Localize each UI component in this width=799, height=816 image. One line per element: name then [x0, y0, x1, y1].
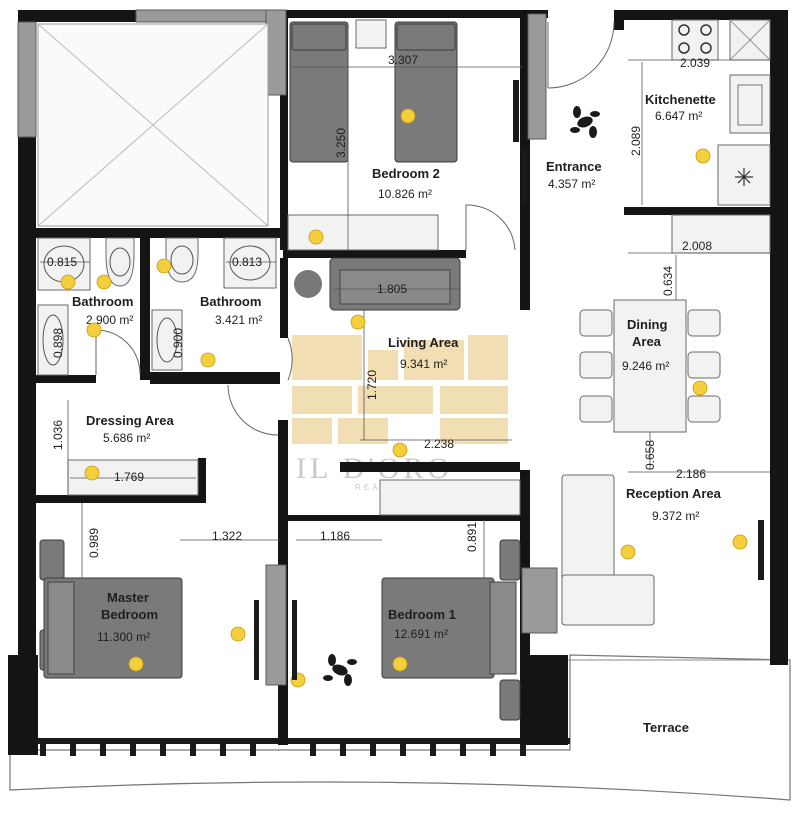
dim-living-depth: 1.720 [365, 370, 379, 400]
compass-icon [323, 654, 357, 686]
dressing-area-value: 5.686 m² [103, 431, 150, 445]
terrace-outline [9, 654, 791, 801]
entrance: Entrance 4.357 m² [513, 21, 615, 191]
living-name: Living Area [388, 335, 459, 350]
master-bedroom: 0.989 1.322 Master Bedroom 11.300 m² [39, 503, 280, 680]
dim-bed1-width: 1.186 [320, 529, 350, 543]
compass-icon [570, 106, 600, 138]
bedroom-2: 3.307 3.250 Bedroom 2 10.826 m² [287, 19, 522, 251]
living-area-value: 9.341 m² [400, 357, 447, 371]
dim-bath-left-basin: 0.815 [47, 255, 77, 269]
bedroom2-area: 10.826 m² [378, 187, 432, 201]
entrance-area: 4.357 m² [548, 177, 595, 191]
dressing-area: 1.036 1.769 Dressing Area 5.686 m² [51, 400, 199, 496]
dining-area-value: 9.246 m² [622, 359, 669, 373]
entrance-name: Entrance [546, 159, 602, 174]
master-name-2: Bedroom [101, 607, 158, 622]
skylight-void [37, 23, 269, 227]
dim-bath-right-basin: 0.813 [232, 255, 262, 269]
dim-reception-top: 0.658 [643, 440, 657, 470]
dining-area: 2.008 0.634 Dining Area 9.246 m² [579, 214, 771, 470]
bathroom-left-name: Bathroom [72, 294, 133, 309]
dim-kitchen-width: 2.039 [680, 56, 710, 70]
bedroom2-name: Bedroom 2 [372, 166, 440, 181]
dim-master-width: 1.322 [212, 529, 242, 543]
dim-bedroom2-width: 3.307 [388, 53, 418, 67]
watermark-logo: IL D'ORO REAL ESTATE [292, 335, 508, 492]
dim-dining-width: 2.008 [682, 239, 712, 253]
dining-name-2: Area [632, 334, 662, 349]
dim-master-top: 0.989 [87, 528, 101, 558]
master-name-1: Master [107, 590, 149, 605]
walls [8, 10, 788, 755]
dressing-name: Dressing Area [86, 413, 174, 428]
dim-bedroom2-depth: 3.250 [334, 128, 348, 158]
bathroom-right-area: 3.421 m² [215, 313, 262, 327]
dim-kitchen-depth: 2.089 [629, 126, 643, 156]
kitchenette: 2.039 2.089 Kitchenette 6.647 m² [628, 19, 771, 206]
living-area: 1.805 1.720 2.238 Living Area 9.341 m² [227, 257, 512, 458]
reception-area-value: 9.372 m² [652, 509, 699, 523]
dim-bed1-top: 0.891 [465, 522, 479, 552]
bedroom1-name: Bedroom 1 [388, 607, 456, 622]
dim-living-bottom: 2.238 [424, 437, 454, 451]
bedroom1-area-value: 12.691 m² [394, 627, 448, 641]
dim-dining-top: 0.634 [661, 266, 675, 296]
dim-living-width: 1.805 [377, 282, 407, 296]
dim-dressing-width: 1.769 [114, 470, 144, 484]
reception-area: 0.658 2.186 Reception Area 9.372 m² [561, 440, 770, 626]
terrace-railing [10, 738, 570, 756]
kitchenette-name: Kitchenette [645, 92, 716, 107]
windows [17, 9, 558, 686]
reception-name: Reception Area [626, 486, 722, 501]
bathroom-left: 0.815 0.898 Bathroom 2.900 m² [37, 237, 141, 376]
dining-name-1: Dining [627, 317, 667, 332]
dim-bath-left-side: 0.898 [51, 328, 65, 358]
dim-dressing-depth: 1.036 [51, 420, 65, 450]
dim-reception-width: 2.186 [676, 467, 706, 481]
bathroom-right: 0.813 0.900 Bathroom 3.421 m² [151, 237, 277, 371]
bathroom-left-area: 2.900 m² [86, 313, 133, 327]
kitchenette-area: 6.647 m² [655, 109, 702, 123]
bathroom-right-name: Bathroom [200, 294, 261, 309]
dim-bath-right-side: 0.900 [171, 328, 185, 358]
bedroom-1: 1.186 0.891 Bedroom 1 12.691 m² [290, 479, 521, 721]
master-area-value: 11.300 m² [97, 630, 150, 644]
terrace-name: Terrace [643, 720, 689, 735]
